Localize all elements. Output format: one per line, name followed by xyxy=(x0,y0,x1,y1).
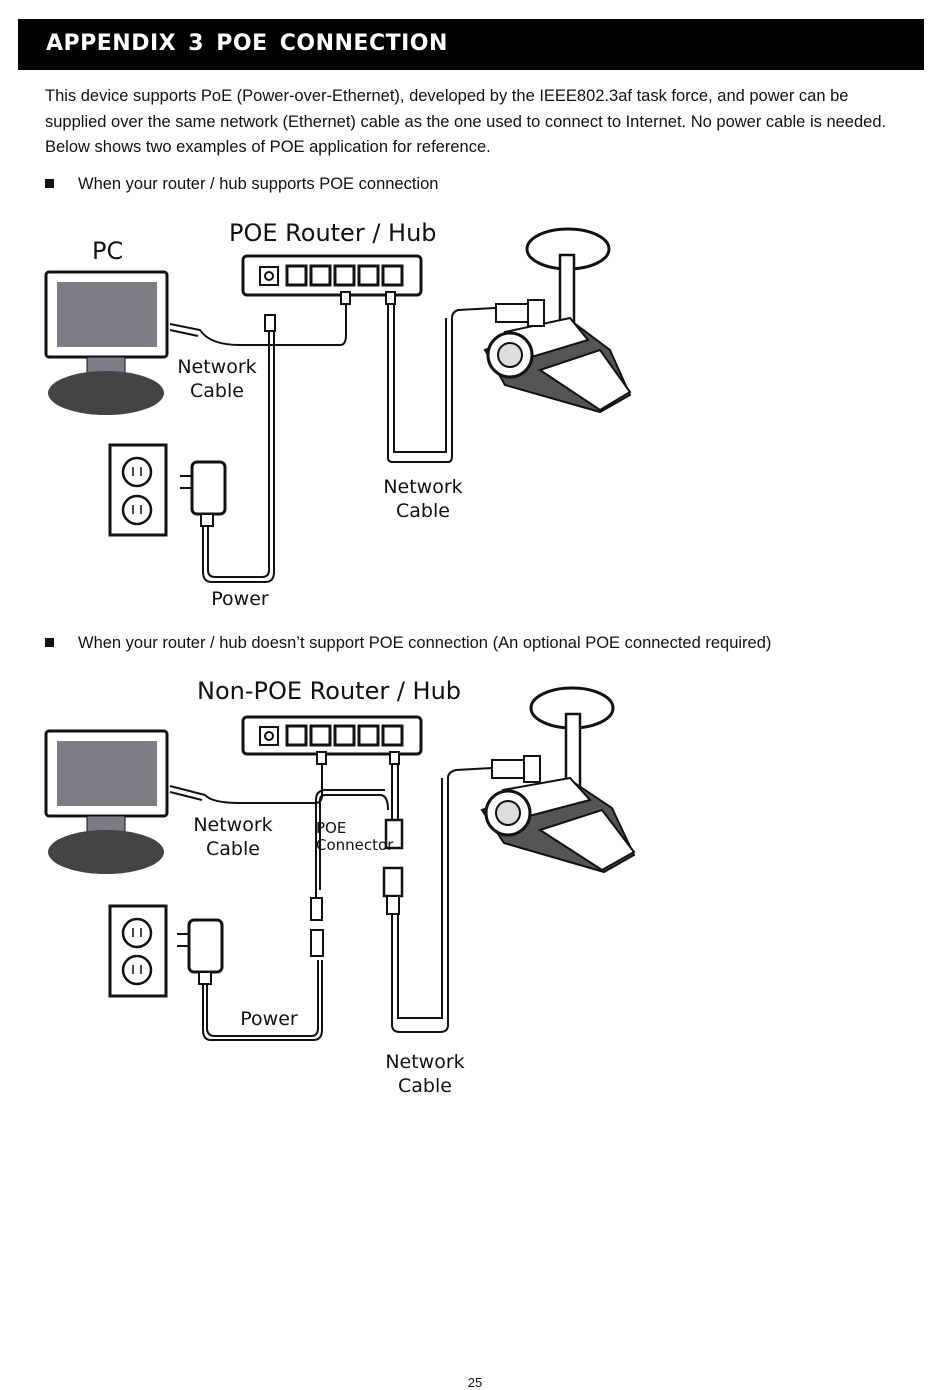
bullet-poe-supported: When your router / hub supports POE conn… xyxy=(45,175,438,194)
router-icon xyxy=(241,715,423,756)
bullet-poe-not-supported: When your router / hub doesn’t support P… xyxy=(45,634,771,653)
ip-camera-icon xyxy=(480,686,636,874)
pc-label: PC xyxy=(92,237,123,265)
bullet-text: When your router / hub doesn’t support P… xyxy=(78,634,772,652)
header-bar: APPENDIX 3 POE CONNECTION xyxy=(18,19,924,70)
page-number: 25 xyxy=(467,1375,483,1390)
power-label: Power xyxy=(211,588,269,610)
intro-paragraph: This device supports PoE (Power-over-Eth… xyxy=(45,84,925,161)
cable-lines xyxy=(169,300,496,583)
intro-line: supplied over the same network (Ethernet… xyxy=(45,112,887,131)
network-cable-pc-label-2: Cable xyxy=(190,380,244,402)
pc-monitor-icon xyxy=(44,729,169,874)
power-label: Power xyxy=(240,1008,298,1030)
network-cable-camera-label-2: Cable xyxy=(398,1075,452,1097)
network-cable-pc-label-2: Cable xyxy=(206,838,260,860)
poe-connector-icon xyxy=(384,818,404,850)
poe-connector-label-1: POE xyxy=(316,819,346,837)
bullet-square-icon xyxy=(45,638,54,647)
intro-line: This device supports PoE (Power-over-Eth… xyxy=(45,87,849,105)
intro-line: Below shows two examples of POE applicat… xyxy=(45,138,491,156)
bullet-square-icon xyxy=(45,179,54,188)
router-icon xyxy=(241,254,423,297)
cable-lines xyxy=(169,758,493,1041)
wall-outlet-icon xyxy=(108,904,168,998)
network-cable-camera-label-1: Network xyxy=(383,476,462,498)
non-poe-router-diagram: Non-POE Router / Hub xyxy=(0,660,950,1110)
router-label: Non-POE Router / Hub xyxy=(197,677,461,705)
ip-camera-icon xyxy=(483,227,632,414)
pc-monitor-icon xyxy=(44,270,169,415)
power-adapter-icon xyxy=(180,460,227,527)
power-adapter-icon xyxy=(177,918,224,985)
wall-outlet-icon xyxy=(108,443,168,537)
network-cable-camera-label-2: Cable xyxy=(396,500,450,522)
router-label: POE Router / Hub xyxy=(229,219,437,247)
network-cable-camera-label-1: Network xyxy=(385,1051,464,1073)
network-cable-pc-label-1: Network xyxy=(177,356,256,378)
poe-router-diagram: POE Router / Hub PC xyxy=(0,200,950,620)
page-title: APPENDIX 3 POE CONNECTION xyxy=(46,31,448,56)
poe-connector-label-2: Connector xyxy=(316,836,394,854)
network-cable-pc-label-1: Network xyxy=(193,814,272,836)
bullet-text: When your router / hub supports POE conn… xyxy=(78,175,439,193)
